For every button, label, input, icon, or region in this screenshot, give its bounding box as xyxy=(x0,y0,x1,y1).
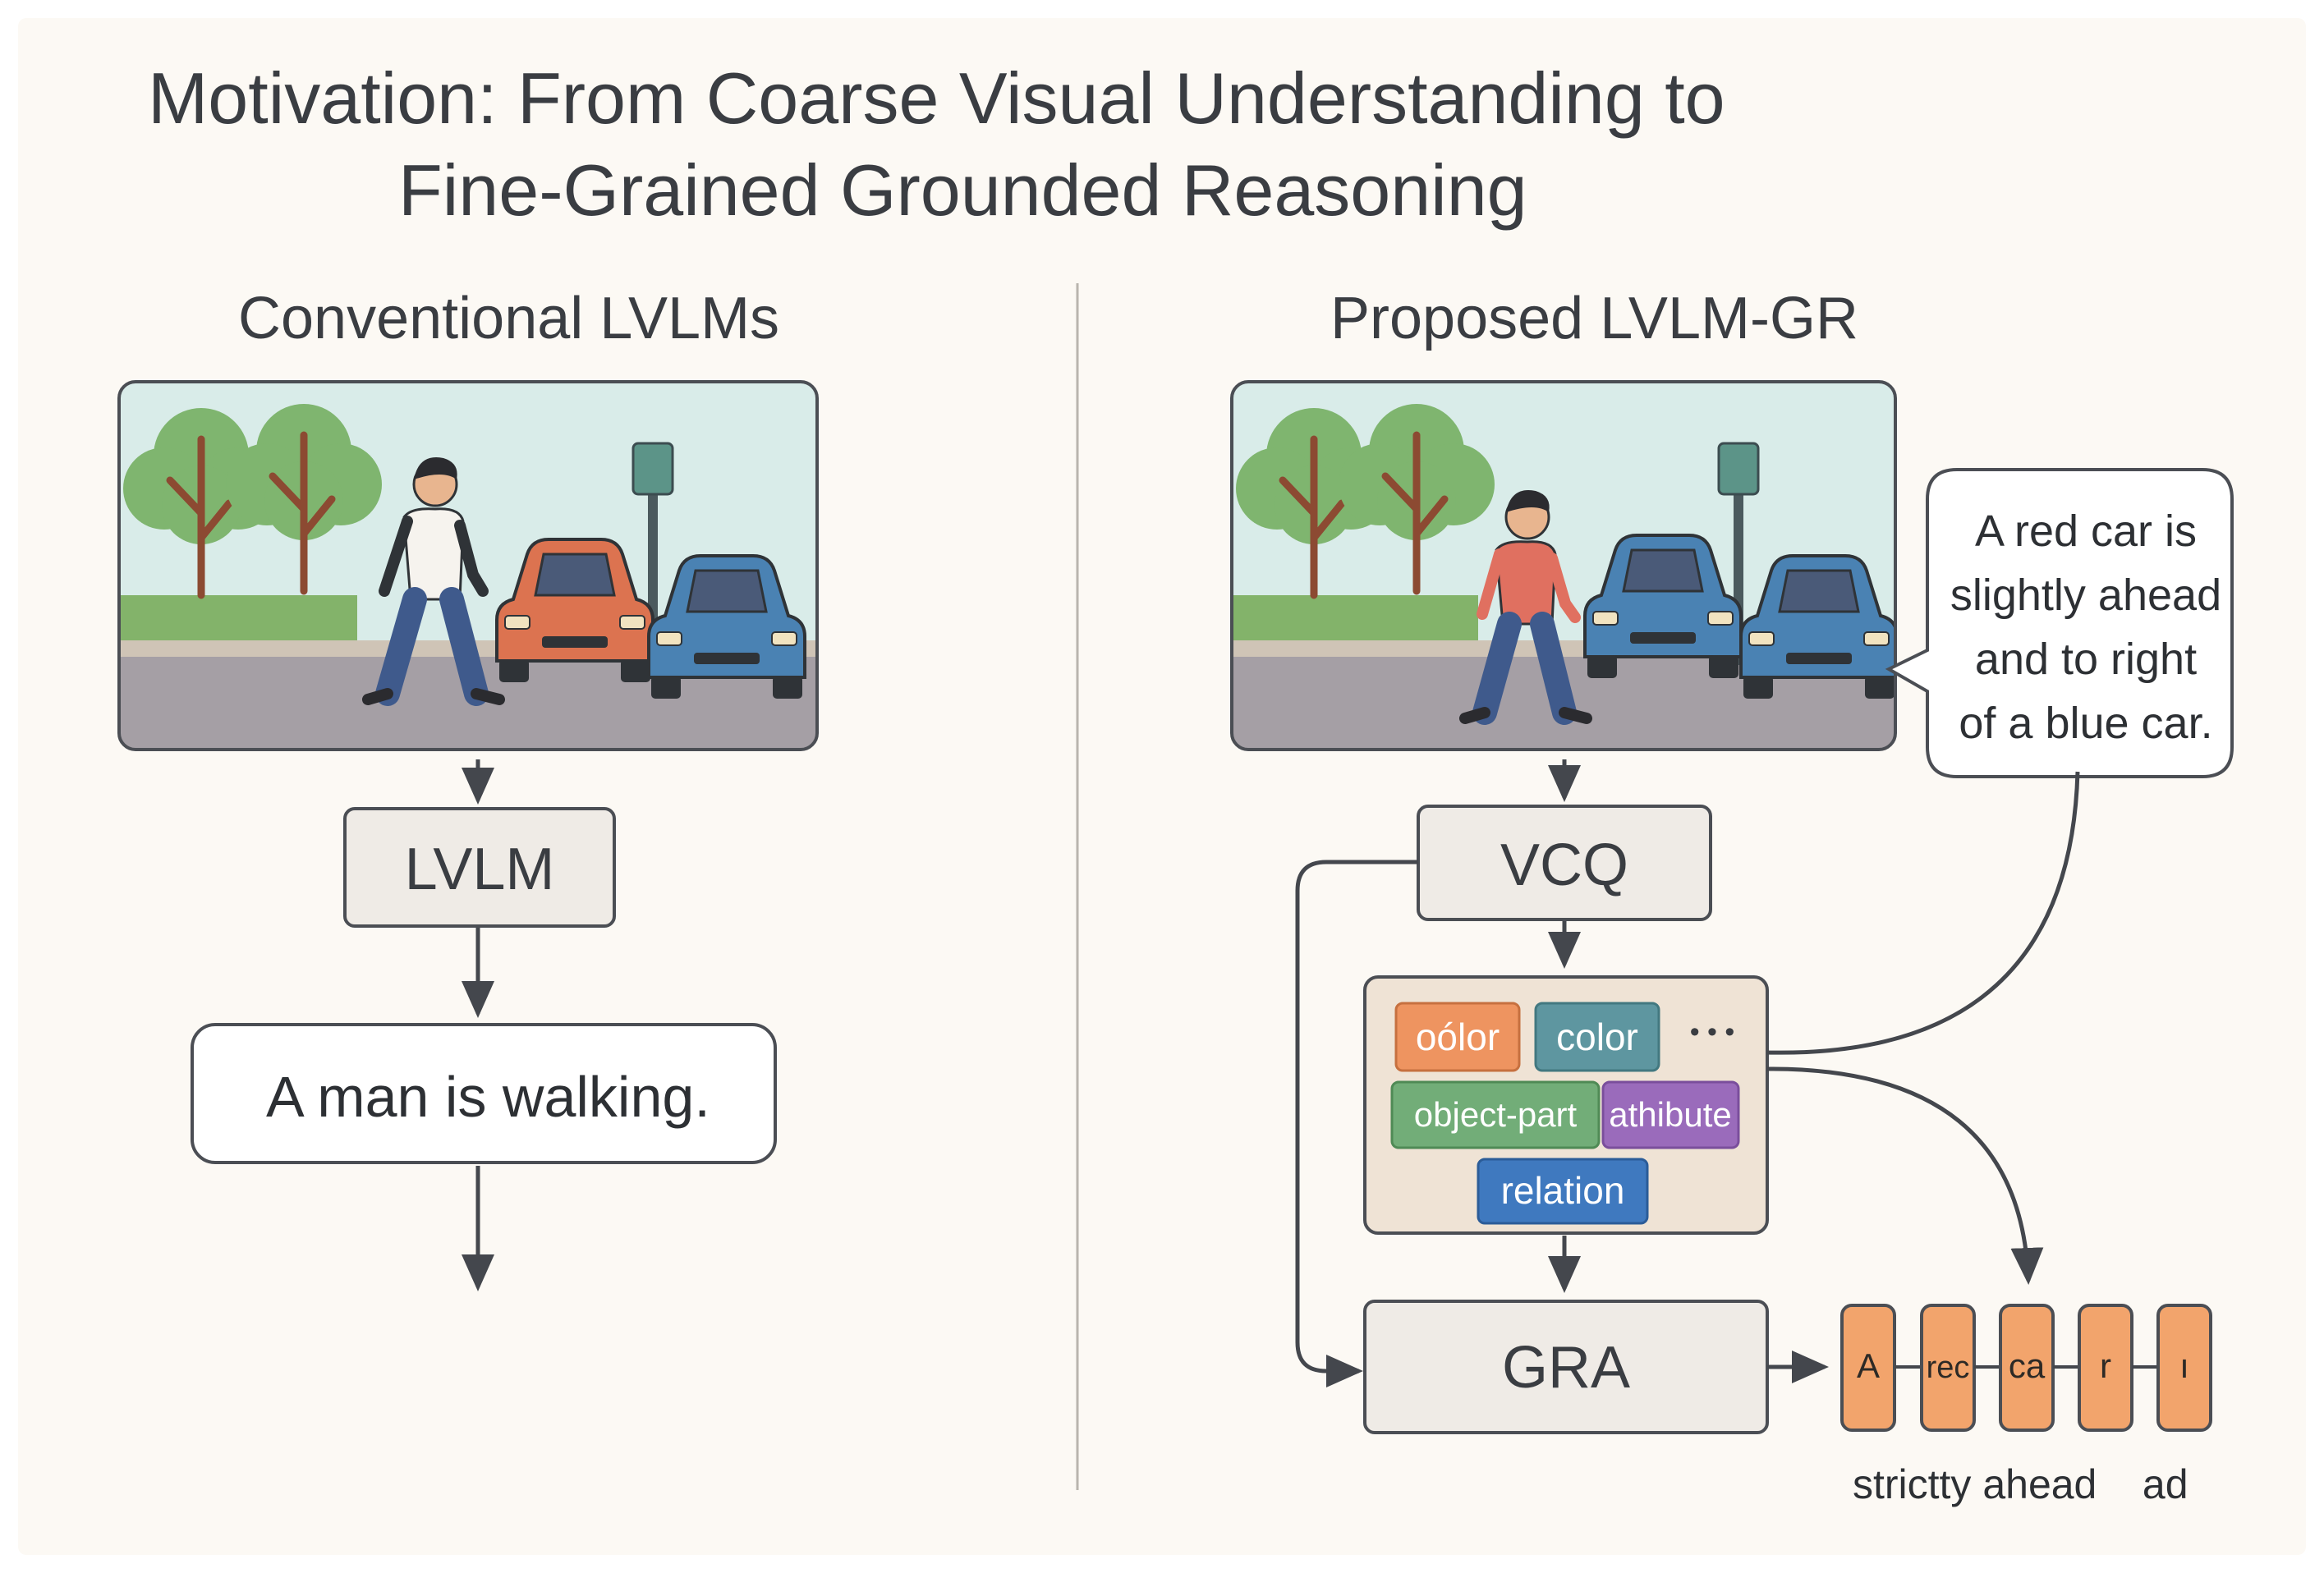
lvlm-label: LVLM xyxy=(405,837,555,902)
gra-label: GRA xyxy=(1502,1335,1630,1401)
person-icon xyxy=(1459,490,1592,725)
caption-text: A man is walking. xyxy=(266,1065,710,1129)
chip-color-1-label: oólor xyxy=(1416,1016,1500,1058)
caption-box xyxy=(191,1023,777,1164)
token-text: r xyxy=(2100,1346,2111,1385)
chip-attribute-label: athibute xyxy=(1609,1095,1731,1134)
right-heading: Proposed LVLM-GR xyxy=(1330,286,1858,351)
chip-attribute xyxy=(1601,1080,1740,1149)
vcq-label: VCQ xyxy=(1500,832,1628,898)
left-scene-image xyxy=(117,380,819,751)
chip-color-2 xyxy=(1534,1002,1660,1072)
chip-color-2-label: color xyxy=(1556,1016,1638,1058)
token-text: ı xyxy=(2179,1346,2189,1385)
chip-object-part-label: object-part xyxy=(1414,1095,1578,1134)
bubble-line-2: slightly ahead xyxy=(1950,571,2221,620)
diagram-svg: Motivation: From Coarse Visual Understan… xyxy=(117,57,2234,1507)
chip-relation-label: relation xyxy=(1501,1169,1625,1212)
token-box xyxy=(2156,1304,2212,1432)
right-scene-image xyxy=(1230,380,1897,751)
bubble-line-3: and to right xyxy=(1975,635,2197,684)
title-line-2: Fine-Grained Grounded Reasoning xyxy=(398,149,1527,231)
bubble-line-1: A red car is xyxy=(1975,507,2197,556)
speech-bubble: A red car is slightly ahead and to right… xyxy=(1885,468,2234,778)
chip-relation xyxy=(1477,1158,1649,1225)
title-line-1: Motivation: From Coarse Visual Understan… xyxy=(148,57,1725,139)
figure-canvas: Motivation: From Coarse Visual Understan… xyxy=(18,18,2306,1555)
ellipsis-icon: • • • xyxy=(1690,1016,1735,1048)
chip-color-1 xyxy=(1394,1002,1521,1072)
person-icon xyxy=(362,457,505,706)
token-caption: strictty ahead ad xyxy=(1853,1461,2189,1507)
lvlm-box xyxy=(343,807,616,928)
bubble-line-4: of a blue car. xyxy=(1959,699,2212,748)
skip-arrow xyxy=(1295,860,1418,1387)
token-text: rec xyxy=(1927,1351,1970,1385)
bubble-connector xyxy=(1766,771,2080,1055)
chip-object-part xyxy=(1390,1080,1601,1149)
left-heading: Conventional LVLMs xyxy=(238,286,779,351)
token-sequence: A rec ca r ı xyxy=(1840,1304,2212,1432)
token-text: A xyxy=(1857,1346,1880,1385)
token-text: ca xyxy=(2009,1346,2046,1385)
token-connector xyxy=(1766,1066,2044,1285)
